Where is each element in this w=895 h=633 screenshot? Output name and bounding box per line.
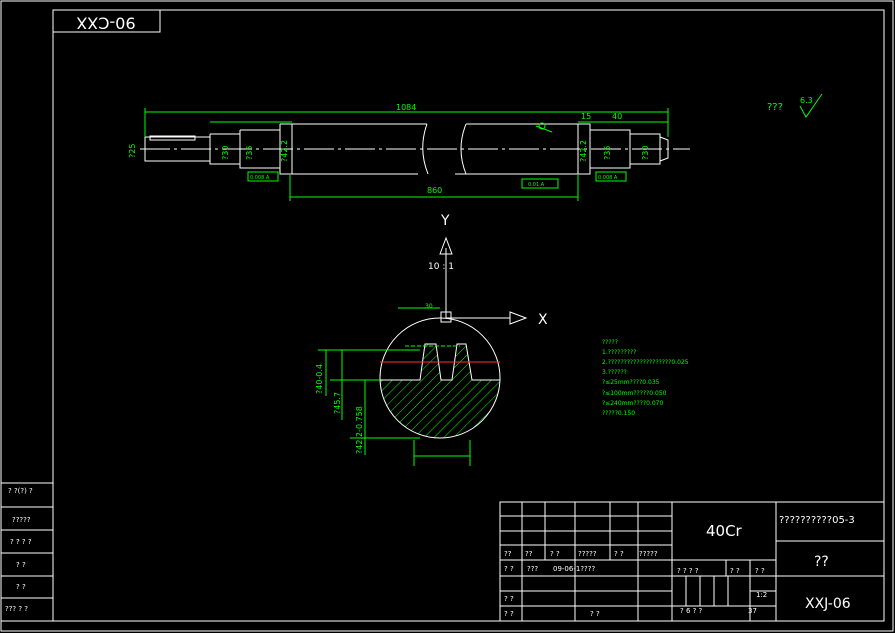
technical-notes: ????? 1.????????? 2.????????????????????… (602, 339, 689, 417)
note-3: 3.?????? (602, 369, 627, 376)
note-2: 2.????????????????????0.025 (602, 359, 689, 366)
tb-r1-2: ? ? (550, 550, 560, 558)
left-strip-1: ? ?(?) ? (8, 487, 33, 495)
tb-r3-0: ? ? (504, 595, 514, 603)
tb-weight-1: ? ? (730, 567, 740, 575)
left-strip-2: ????? (12, 516, 31, 524)
part-name: ?? (814, 554, 829, 570)
title-block: 40Cr ??????????05-3 ?? XXJ-06 1:2 ?? ?? … (499, 501, 885, 622)
dim-mid: 860 (427, 186, 442, 195)
tb-weight-2: ? ? (755, 567, 765, 575)
project-name: ??????????05-3 (779, 515, 855, 526)
tb-r1-1: ?? (525, 550, 533, 558)
top-number-box (52, 9, 161, 33)
tb-sheet-count: ? 6 ? ? (680, 607, 703, 615)
tol-box-1: 0.008 A (250, 175, 270, 181)
roughness-label: ??? (767, 102, 783, 113)
top-number-text: 90-CXX (76, 14, 135, 33)
section-dim-1: ?40-0.4 (315, 364, 324, 394)
shaft-view: 1084 15 40 860 ?25 ?30 ?35 ?42.2 ?42.2 ?… (128, 103, 690, 201)
dia-right-1: ?30 (641, 146, 650, 160)
dia-right-2: ?35 (603, 146, 612, 160)
dia-left-1: ?30 (221, 146, 230, 160)
roughness-symbol (799, 93, 823, 118)
section-scale: 10 : 1 (428, 262, 454, 272)
tb-r4-0: ? ? (504, 610, 514, 618)
tol-box-2: 0.008 A (598, 175, 618, 181)
section-view: Y X 10 : 1 30 ?40-0.4 ?45. (315, 213, 548, 466)
axis-y: Y (440, 213, 450, 229)
drawing-no: XXJ-06 (805, 596, 851, 612)
note-7: ?????0.150 (602, 410, 635, 417)
section-dim-3: ?42.2-0.758 (355, 406, 364, 454)
axis-x: X (538, 312, 548, 328)
dim-overall: 1084 (396, 103, 416, 112)
tb-sheet-num: 37 (748, 607, 757, 615)
note-5: ?≤100mm?????0.050 (602, 390, 667, 397)
dim-right-step: 15 (581, 112, 591, 121)
dia-left-end: ?25 (128, 144, 137, 158)
tb-sheet-labels: ? ? ? ? (677, 567, 699, 575)
note-0: ????? (602, 339, 618, 346)
tb-r2-1: ??? (527, 565, 538, 573)
note-4: ?≤25mm????0.035 (602, 379, 660, 386)
tb-scale: 1:2 (756, 591, 767, 599)
left-strip: ? ?(?) ? ????? ? ? ? ? ? ? ? ? ??? ? ? (0, 482, 54, 622)
dia-left-3: ?42.2 (280, 140, 289, 162)
tb-r1-3: ????? (578, 550, 597, 558)
material: 40Cr (706, 522, 743, 540)
left-strip-6: ??? ? ? (5, 605, 28, 613)
section-angle: 30 (425, 303, 433, 310)
tb-r1-4: ? ? (614, 550, 624, 558)
dia-left-2: ?35 (245, 146, 254, 160)
tb-r2-0: ? ? (504, 565, 514, 573)
section-dim-2: ?45.7 (333, 392, 342, 414)
roughness-value: 6.3 (800, 96, 813, 105)
left-strip-4: ? ? (16, 561, 26, 569)
tb-r1-0: ?? (504, 550, 512, 558)
tb-r1-5: ????? (639, 550, 658, 558)
note-1: 1.????????? (602, 349, 636, 356)
tol-box-3: 0.01 A (528, 182, 545, 188)
dim-right-end: 40 (612, 112, 622, 121)
inner-frame (52, 9, 885, 622)
left-strip-5: ? ? (16, 583, 26, 591)
tb-r4-1: ? ? (590, 610, 600, 618)
tb-r2-2: 09-06-1???? (553, 565, 595, 573)
dia-right-3: ?42.2 (579, 140, 588, 162)
left-strip-3: ? ? ? ? (10, 538, 32, 546)
note-6: ?≤240mm????0.070 (602, 400, 663, 407)
